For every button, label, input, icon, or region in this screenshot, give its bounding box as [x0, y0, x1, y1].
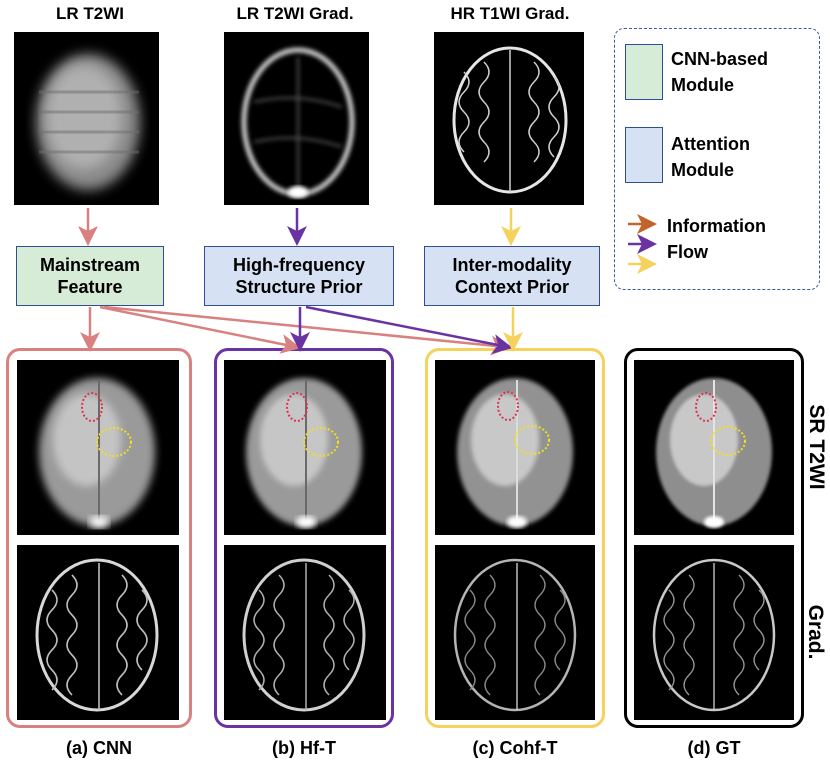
header-hr-t1wi-grad: HR T1WI Grad. [450, 4, 570, 23]
hf-prior-line-2: Structure Prior [235, 277, 363, 297]
arrow-hf-prior-to-cohf-t [305, 305, 513, 354]
arrow-mainstream-to-hf-t [99, 305, 301, 354]
caption-gt: (d) GT [687, 738, 741, 758]
gt-grad-image [634, 545, 794, 720]
header-lr-t2wi: LR T2WI [56, 4, 124, 23]
hf-prior-line-1: High-frequency [232, 255, 365, 275]
hr-t1wi-grad-image [434, 32, 584, 205]
caption-hf-t: (b) Hf-T [272, 738, 336, 758]
hf-t-grad-image [224, 545, 386, 720]
caption-cnn: (a) CNN [66, 738, 132, 758]
context-prior-line-2: Context Prior [454, 277, 569, 297]
legend-cnn-swatch [625, 44, 663, 100]
cohf-t-grad-image [435, 545, 595, 720]
cnn-grad-image [17, 545, 179, 720]
header-lr-t2wi-grad: LR T2WI Grad. [236, 4, 354, 23]
caption-cohf-t: (c) Cohf-T [472, 738, 558, 758]
hf-t-sr-image [224, 360, 386, 535]
legend-attention-swatch [625, 127, 663, 183]
cnn-sr-image [17, 360, 179, 535]
mainstream-line-2: Feature [57, 277, 123, 297]
gt-sr-image [634, 360, 794, 535]
lr-t2wi-grad-image [224, 32, 369, 205]
arrow-mainstream-to-cohf-t [103, 305, 511, 356]
cohf-t-sr-image [435, 360, 595, 535]
mainstream-line-1: Mainstream [39, 255, 141, 275]
lr-t2wi-image [14, 32, 159, 205]
gt-result-frame [624, 348, 804, 728]
context-prior-line-1: Inter-modality [452, 255, 572, 275]
